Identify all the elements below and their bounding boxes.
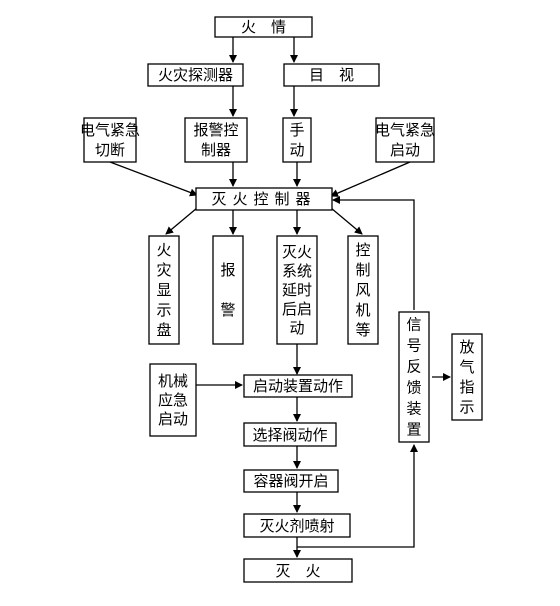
node-delay: 灭火系统延时后启动 xyxy=(276,235,318,345)
node-delay-label: 灭火系统延时后启动 xyxy=(282,243,312,337)
node-elec-start: 电气紧急启动 xyxy=(375,117,435,163)
node-extinguish: 灭 火 xyxy=(243,558,353,583)
edges xyxy=(109,37,451,558)
node-extinguish-label: 灭 火 xyxy=(275,562,320,580)
node-fire: 火 情 xyxy=(214,16,313,38)
node-elec-cut: 电气紧急切断 xyxy=(80,117,140,163)
node-visual: 目 视 xyxy=(283,63,380,87)
node-detector-label: 火灾探测器 xyxy=(158,66,233,84)
node-select-valve: 选择阀动作 xyxy=(243,422,337,447)
edge-elecstart-to-controller xyxy=(330,161,411,197)
edge-eleccut-to-controller xyxy=(109,161,198,197)
node-display-label: 火灾显示盘 xyxy=(156,241,171,339)
node-mech: 机械应急启动 xyxy=(149,363,197,437)
node-spray-label: 灭火剂喷射 xyxy=(259,517,334,535)
node-elec-cut-label: 电气紧急切断 xyxy=(80,121,140,159)
node-alarm-ctrl-label: 报警控制器 xyxy=(193,121,238,159)
edge-spray-to-feedback xyxy=(297,444,418,548)
node-mech-label: 机械应急启动 xyxy=(158,372,188,428)
edge-controller-to-display xyxy=(165,207,198,235)
node-visual-label: 目 视 xyxy=(309,66,354,84)
node-container-label: 容器阀开启 xyxy=(253,472,328,490)
node-detector: 火灾探测器 xyxy=(147,63,244,87)
node-alarm-ctrl: 报警控制器 xyxy=(184,117,248,163)
node-controller: 灭火控制器 xyxy=(195,187,333,211)
node-alarm: 报警 xyxy=(212,235,244,345)
node-feedback-label: 信号反馈装置 xyxy=(406,316,421,439)
node-vent: 放气指示 xyxy=(451,333,483,421)
node-fan: 控制风机等 xyxy=(347,235,379,345)
node-feedback: 信号反馈装置 xyxy=(398,311,430,443)
node-vent-label: 放气指示 xyxy=(459,338,474,416)
node-alarm-label: 报警 xyxy=(220,261,235,319)
node-start-device-label: 启动装置动作 xyxy=(253,377,343,395)
node-spray: 灭火剂喷射 xyxy=(243,513,351,538)
node-fan-label: 控制风机等 xyxy=(355,241,370,339)
node-manual-label: 手动 xyxy=(289,121,304,159)
node-manual: 手动 xyxy=(282,117,312,163)
node-controller-label: 灭火控制器 xyxy=(211,190,316,208)
edge-controller-to-fan xyxy=(330,207,363,235)
node-container: 容器阀开启 xyxy=(243,469,339,493)
node-fire-label: 火 情 xyxy=(241,18,286,36)
node-elec-start-label: 电气紧急启动 xyxy=(375,121,435,159)
node-start-device: 启动装置动作 xyxy=(243,374,353,398)
edge-feedback-to-controller xyxy=(332,196,415,310)
node-display: 火灾显示盘 xyxy=(148,235,180,345)
node-select-valve-label: 选择阀动作 xyxy=(252,426,327,444)
